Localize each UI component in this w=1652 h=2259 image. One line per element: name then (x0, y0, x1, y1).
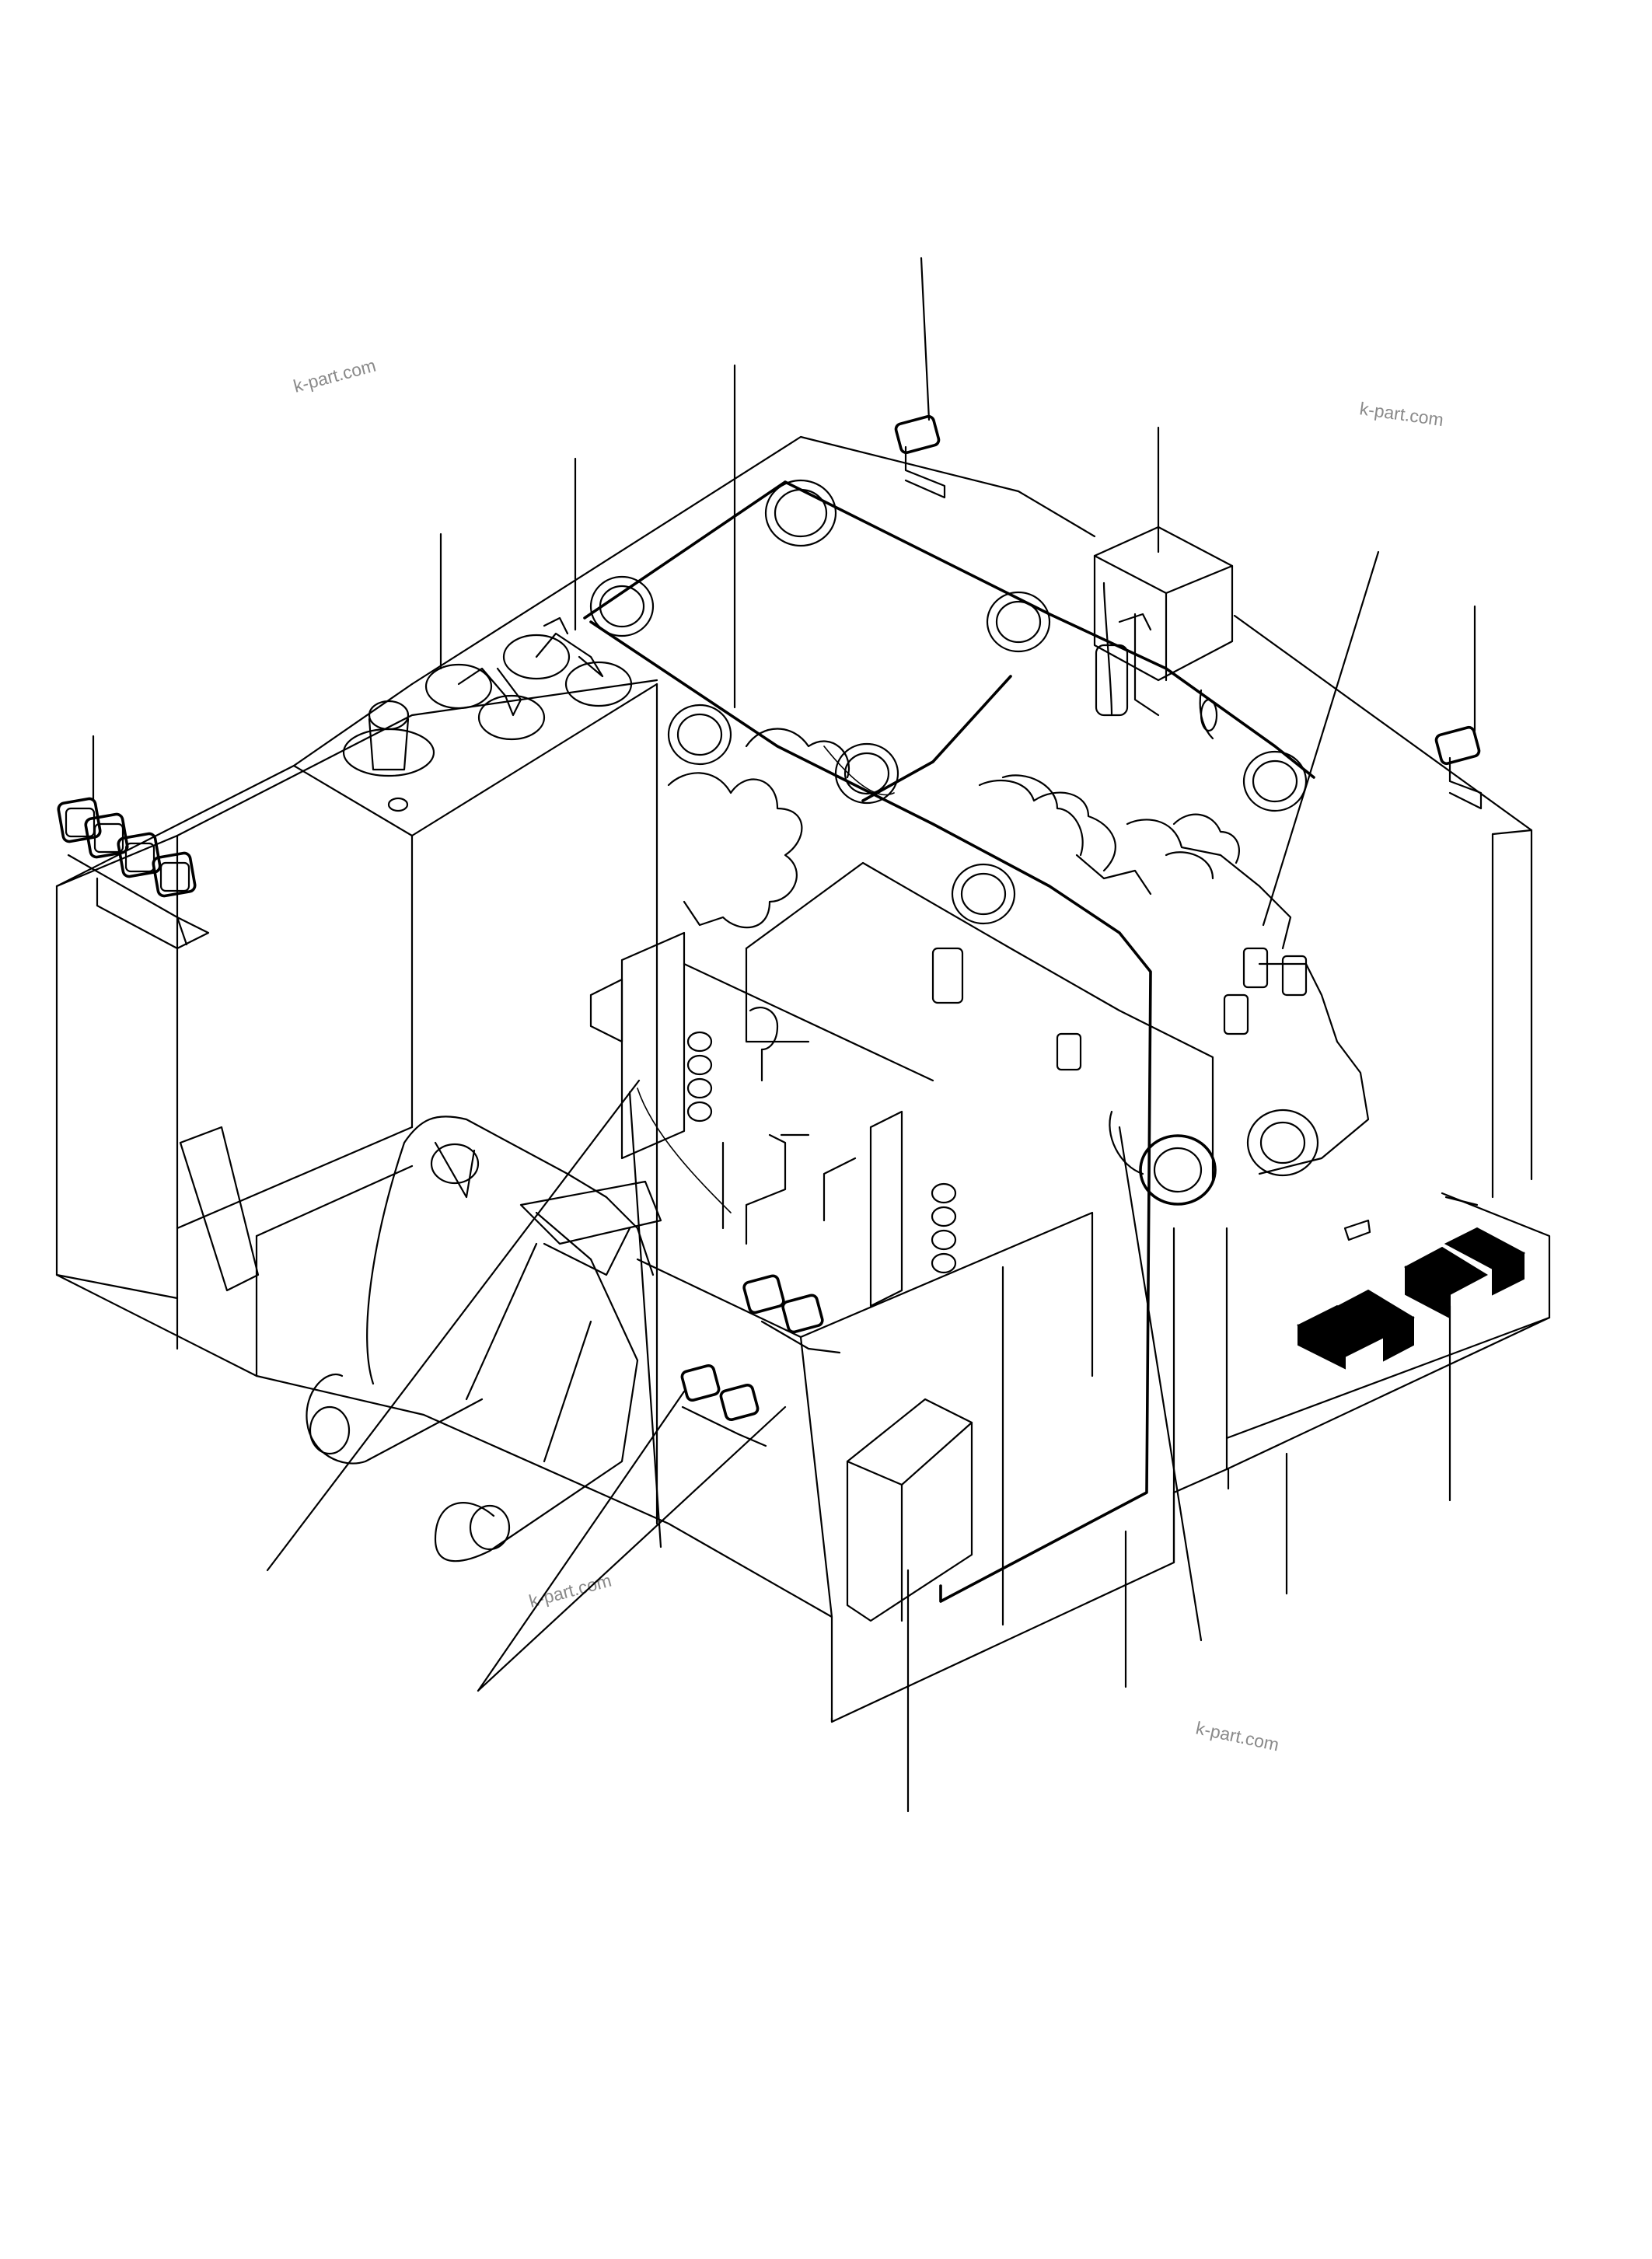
junction-box (1093, 426, 1234, 740)
cab-roof-lamp-right (1434, 605, 1483, 810)
engine-assembly (583, 364, 1380, 1603)
hydraulic-tank-filler-caps (342, 457, 633, 812)
cab-roof-lamp-left (894, 257, 946, 499)
electrical-panel (846, 1398, 973, 1813)
watermark-bottom-right: k-part.com (1194, 1717, 1281, 1754)
watermark-top-left: k-part.com (292, 355, 379, 396)
batteries (1297, 1196, 1526, 1502)
watermark-top-right: k-part.com (1358, 398, 1444, 430)
leader-lines (628, 1091, 1288, 1688)
upper-structure-outline (55, 435, 1551, 1723)
boom-work-lamps (477, 1274, 841, 1692)
control-valve-block (266, 931, 957, 1572)
front-work-lamps-cluster (57, 735, 210, 950)
boom-brackets (306, 1116, 662, 1562)
side-plate (176, 1126, 414, 1377)
